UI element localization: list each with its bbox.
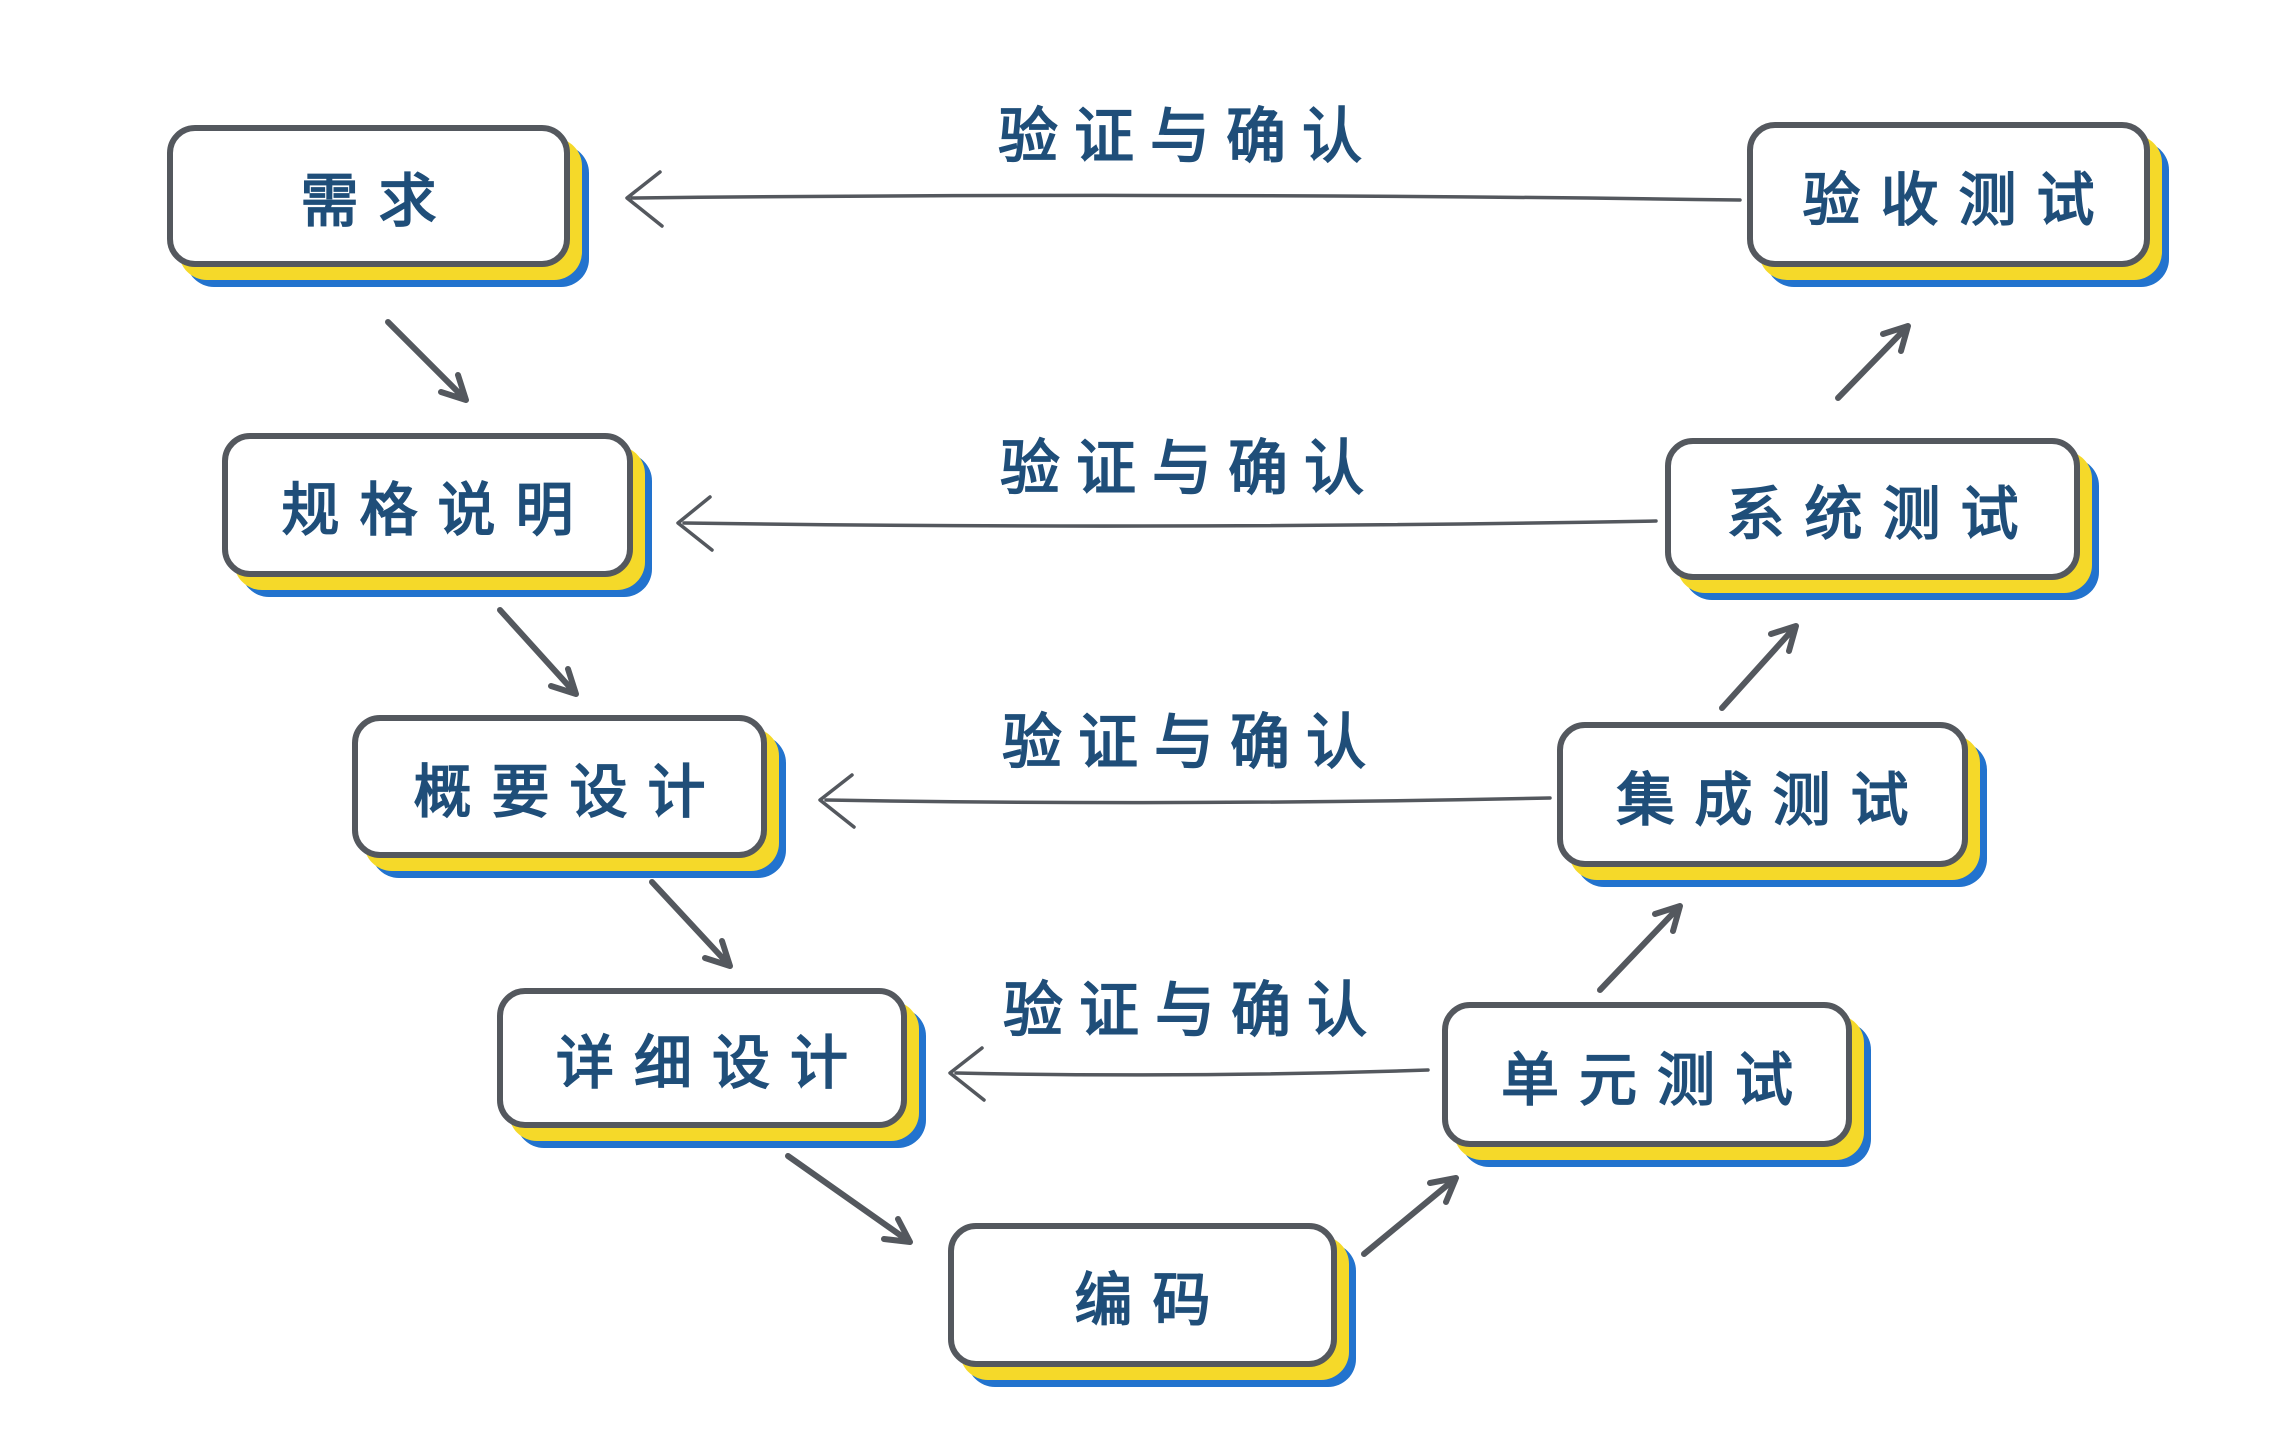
arrow-detailed-to-coding	[785, 1153, 913, 1245]
arrow-integration-to-highlevel	[818, 773, 1552, 829]
node-integration-test: 集成测试	[1557, 722, 1968, 867]
node-unit-test: 单元测试	[1442, 1002, 1852, 1147]
node-detailed-design: 详细设计	[497, 988, 907, 1128]
verification-label-2: 验证与确认	[1000, 434, 1380, 504]
arrow-specification-to-highlevel	[497, 607, 579, 697]
arrow-acceptance-to-requirements	[625, 170, 1742, 228]
verification-label-3: 验证与确认	[1002, 708, 1382, 778]
node-system-test: 系统测试	[1665, 438, 2080, 580]
verification-label-4: 验证与确认	[1003, 976, 1383, 1046]
arrow-system-to-acceptance	[1835, 323, 1911, 401]
arrow-unit-to-detailed	[948, 1046, 1430, 1102]
arrow-system-to-specification	[676, 495, 1658, 552]
node-requirements: 需求	[167, 125, 570, 267]
arrow-highlevel-to-detailed	[649, 879, 733, 969]
verification-label-1: 验证与确认	[998, 102, 1378, 172]
node-specification: 规格说明	[222, 433, 633, 577]
arrow-requirements-to-specification	[385, 319, 469, 403]
arrow-coding-to-unit	[1361, 1175, 1459, 1257]
arrow-integration-to-system	[1719, 623, 1799, 711]
arrow-unit-to-integration	[1597, 903, 1683, 993]
node-high-level-design: 概要设计	[352, 715, 767, 858]
node-coding: 编码	[948, 1223, 1337, 1367]
node-acceptance-test: 验收测试	[1747, 122, 2150, 267]
